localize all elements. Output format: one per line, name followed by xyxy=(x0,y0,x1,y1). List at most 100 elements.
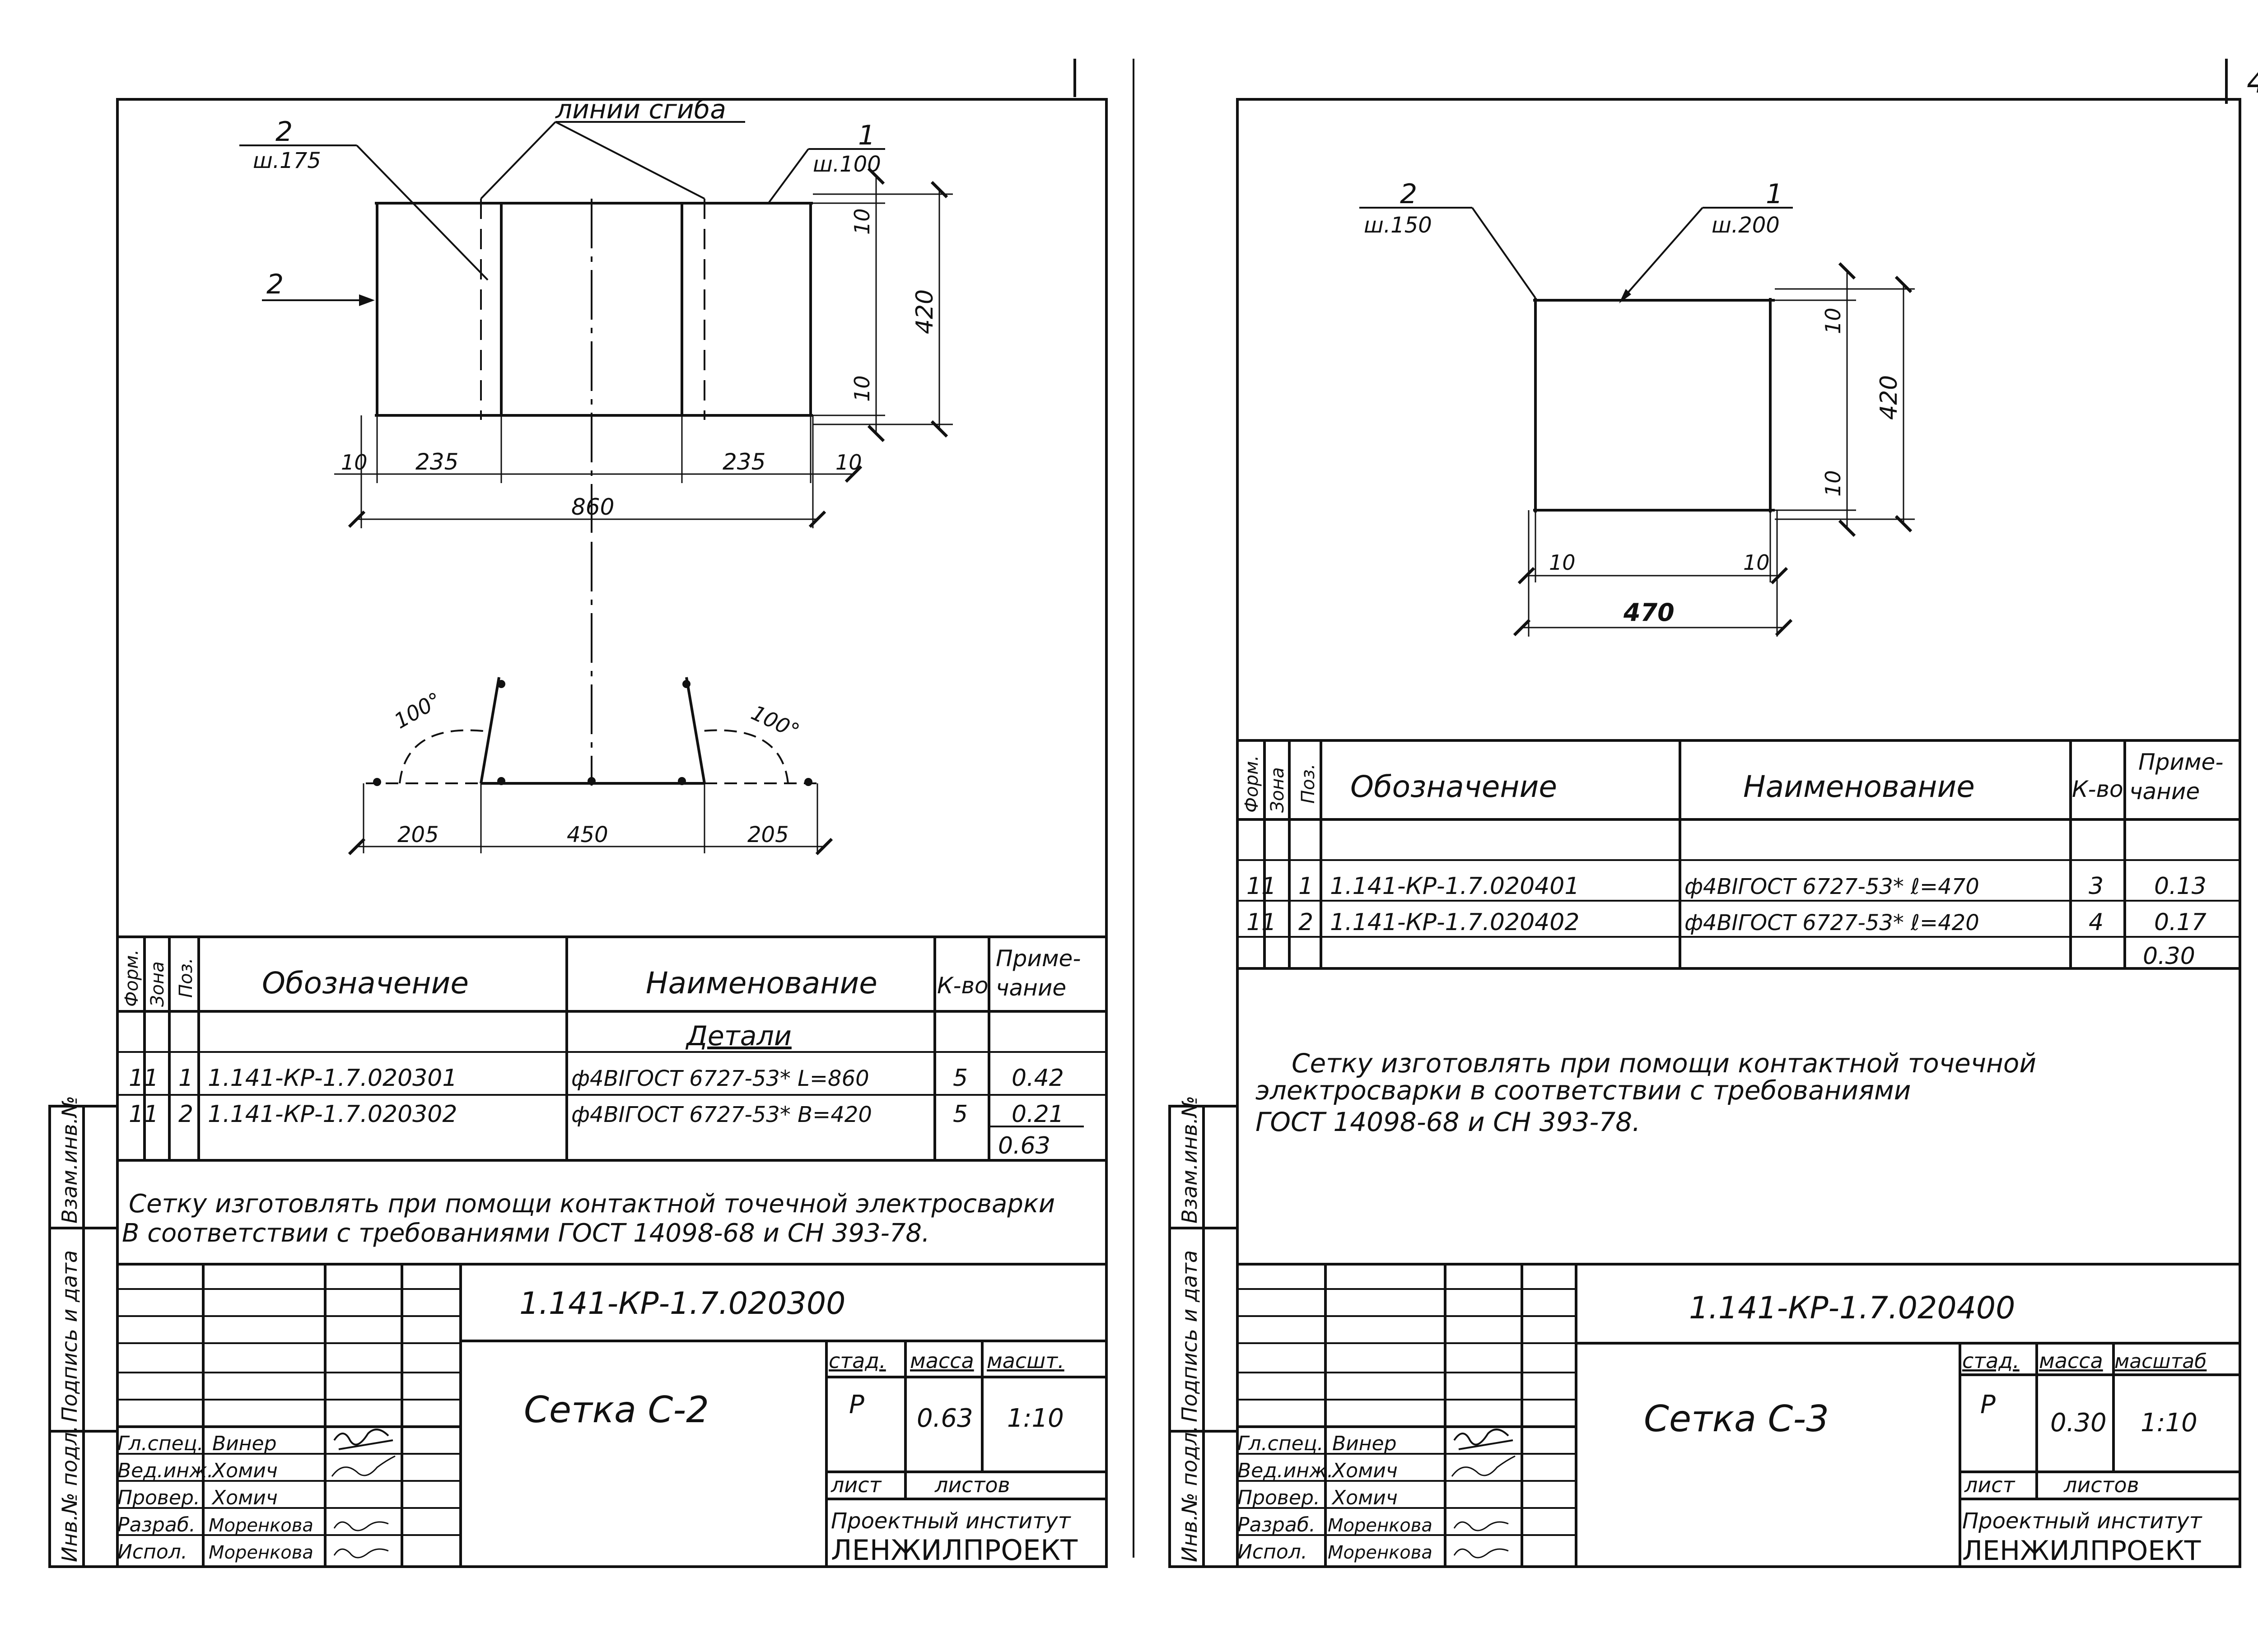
right-name-3: Хомич xyxy=(1331,1486,1398,1509)
left-r1-qty: 5 xyxy=(953,1065,968,1092)
right-name-5: Моренкова xyxy=(1328,1542,1432,1563)
right-role-3: Провер. xyxy=(1237,1486,1320,1509)
left-h-qty: К-во xyxy=(937,973,989,999)
left-dim-10d: 10 xyxy=(835,450,862,475)
fold-lines-label: линии сгиба xyxy=(555,94,726,125)
right-pos1-num: 1 xyxy=(1766,178,1783,210)
right-dim-10a: 10 xyxy=(1821,307,1845,334)
left-r1-form: 11 xyxy=(129,1065,159,1092)
right-h-name: Наименование xyxy=(1743,769,1975,804)
right-tb-h-scale: масштаб xyxy=(2114,1350,2207,1373)
right-h-form: Форм. xyxy=(1241,755,1262,813)
right-r1-note: 0.13 xyxy=(2154,873,2207,900)
right-tb-code: 1.141-КР-1.7.020400 xyxy=(1689,1290,2015,1326)
right-dim-10c: 10 xyxy=(1549,550,1576,575)
left-frame xyxy=(116,98,1108,1568)
left-section-label: Детали xyxy=(685,1020,792,1052)
left-note-line1: Сетку изготовлять при помощи контактной … xyxy=(129,1189,1055,1219)
left-r1-name: ф4ВIГОСТ 6727-53* L=860 xyxy=(571,1066,869,1091)
left-tb-h-mass: масса xyxy=(910,1349,974,1373)
left-r2-form: 11 xyxy=(129,1101,159,1128)
right-frame xyxy=(1236,98,2241,1568)
left-dim-420: 420 xyxy=(911,289,938,334)
left-dim-10b: 10 xyxy=(850,375,874,402)
left-name-5: Моренкова xyxy=(209,1542,313,1563)
right-r1-qty: 3 xyxy=(2089,873,2104,900)
right-tb-title: Сетка С-3 xyxy=(1644,1398,1829,1440)
right-r2-name: ф4ВIГОСТ 6727-53* ℓ=420 xyxy=(1684,910,1979,935)
left-tb-code: 1.141-КР-1.7.020300 xyxy=(519,1286,845,1322)
left-note-line2: В соответствии с требованиями ГОСТ 14098… xyxy=(122,1219,930,1248)
left-signature-5 xyxy=(333,1548,389,1559)
left-role-3: Провер. xyxy=(117,1486,200,1509)
left-r2-pos: 2 xyxy=(178,1101,193,1128)
left-tb-org2: ЛЕНЖИЛПРОЕКТ xyxy=(831,1534,1078,1567)
right-tb-org1: Проектный институт xyxy=(1962,1508,2203,1534)
right-r1-form: 11 xyxy=(1246,873,1276,900)
right-side-s1: Инв.№ подл. xyxy=(1177,1425,1202,1562)
right-signature-2 xyxy=(1451,1455,1516,1477)
right-h-note1: Приме- xyxy=(2138,749,2223,775)
left-role-1: Гл.спец. xyxy=(117,1432,204,1455)
left-dim-860: 860 xyxy=(571,494,614,520)
left-title-block: 1.141-КР-1.7.020300 Сетка С-2 стад. масс… xyxy=(117,1263,1106,1567)
right-tb-h-mass: масса xyxy=(2039,1349,2103,1373)
left-dim-235a: 235 xyxy=(415,449,458,475)
right-r2-note: 0.17 xyxy=(2154,909,2207,936)
left-pos2-num: 2 xyxy=(275,116,293,148)
right-r2-form: 11 xyxy=(1246,909,1276,936)
left-h-desig: Обозначение xyxy=(262,966,469,1001)
left-dim-10c: 10 xyxy=(341,450,368,475)
left-h-zone: Зона xyxy=(147,961,168,1007)
right-signature-1 xyxy=(1453,1429,1513,1450)
right-h-zone: Зона xyxy=(1267,767,1288,813)
left-sheet: линии сгиба 2 ш.175 1 ш.100 2 10 10 420 xyxy=(48,94,1108,1568)
right-role-1: Гл.спец. xyxy=(1237,1432,1324,1455)
left-tb-title: Сетка С-2 xyxy=(524,1389,709,1431)
left-signature-4 xyxy=(333,1521,389,1531)
left-plan-view: линии сгиба 2 ш.175 1 ш.100 2 10 10 420 xyxy=(239,94,953,786)
right-name-2: Хомич xyxy=(1331,1459,1398,1482)
left-h-pos: Поз. xyxy=(176,958,196,998)
left-dim-205a: 205 xyxy=(397,822,439,847)
left-signature-1 xyxy=(333,1429,393,1450)
right-pos2-pitch: ш.150 xyxy=(1364,213,1432,238)
right-pos1-pitch: ш.200 xyxy=(1712,213,1780,238)
right-tb-scale: 1:10 xyxy=(2141,1408,2197,1438)
left-angle-b: 100° xyxy=(747,700,803,744)
left-r2-name: ф4ВIГОСТ 6727-53* В=420 xyxy=(571,1102,872,1127)
left-dim-205b: 205 xyxy=(747,822,789,847)
right-side-s3: Взам.инв.№ xyxy=(1177,1096,1202,1224)
left-tb-stage: Р xyxy=(849,1390,864,1419)
left-r1-note: 0.42 xyxy=(1012,1065,1064,1092)
left-side-s1: Инв.№ подл. xyxy=(57,1425,82,1562)
left-r2-qty: 5 xyxy=(953,1101,968,1128)
right-h-pos: Поз. xyxy=(1298,763,1319,804)
left-tb-h-stage: стад. xyxy=(829,1349,886,1373)
right-note-line2: электросварки в соответствии с требовани… xyxy=(1255,1075,1911,1106)
left-h-note2: чание xyxy=(996,975,1066,1001)
right-dim-420: 420 xyxy=(1875,375,1903,420)
right-pos2-num: 2 xyxy=(1400,178,1417,210)
left-side-s3: Взам.инв.№ xyxy=(57,1096,82,1224)
right-tb-h-sheets: листов xyxy=(2063,1473,2139,1497)
right-h-note2: чание xyxy=(2129,778,2200,805)
left-spec-table: Форм. Зона Поз. Обозначение Наименование… xyxy=(117,937,1106,1162)
right-plan-view: 2 ш.150 1 ш.200 10 420 10 10 10 xyxy=(1359,178,1915,637)
right-tb-org2: ЛЕНЖИЛПРОЕКТ xyxy=(1962,1535,2201,1567)
left-r2-desig: 1.141-КР-1.7.020302 xyxy=(208,1101,457,1128)
left-name-1: Винер xyxy=(212,1432,277,1455)
left-dim-450: 450 xyxy=(567,822,608,847)
left-tb-h-scale: масшт. xyxy=(987,1349,1064,1373)
right-dim-10d: 10 xyxy=(1743,550,1770,575)
left-h-form: Форм. xyxy=(121,949,142,1007)
left-pos1-num: 1 xyxy=(858,120,875,151)
left-side-s2: Подпись и дата xyxy=(57,1250,82,1422)
right-tb-mass: 0.30 xyxy=(2050,1408,2107,1438)
left-r2-note: 0.21 xyxy=(1012,1101,1064,1128)
left-tb-h-sheets: листов xyxy=(934,1473,1010,1497)
right-signature-4 xyxy=(1453,1521,1509,1531)
left-tb-org1: Проектный институт xyxy=(831,1508,1072,1534)
left-r1-pos: 1 xyxy=(178,1065,193,1092)
right-dim-10b: 10 xyxy=(1821,470,1845,497)
